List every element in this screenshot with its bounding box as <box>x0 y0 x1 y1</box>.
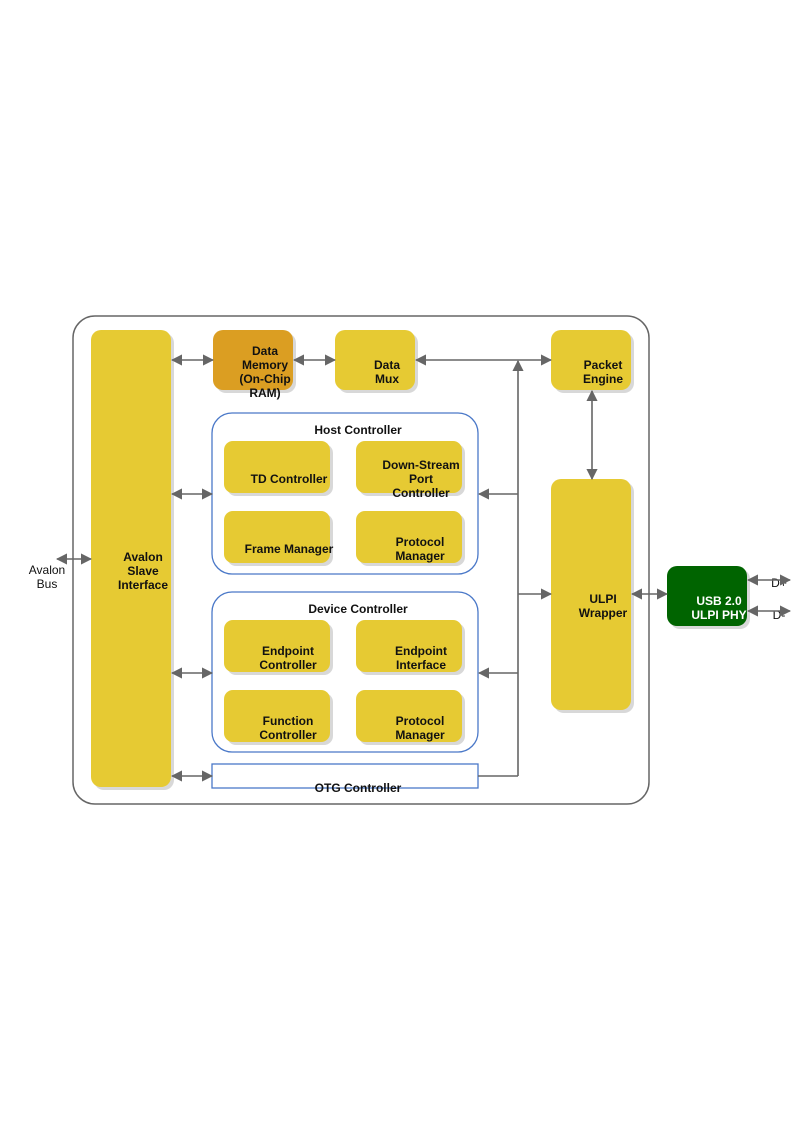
label: Interface <box>396 658 446 672</box>
label: ULPI <box>589 592 616 606</box>
label: Manager <box>395 549 445 563</box>
endpoint-interface <box>356 620 462 672</box>
label: TD Controller <box>251 472 328 486</box>
label: Slave <box>127 564 159 578</box>
label: Protocol <box>396 535 445 549</box>
label: Mux <box>375 372 399 386</box>
otg-controller: OTG Controller <box>211 763 479 795</box>
label: Controller <box>392 486 450 500</box>
data-memory: Data Memory (On-Chip RAM) <box>213 330 296 400</box>
label: Controller <box>259 728 317 742</box>
label: ULPI PHY <box>691 608 746 622</box>
avalon-bus-label: Avalon <box>29 563 65 577</box>
label: Wrapper <box>579 606 628 620</box>
endpoint-controller <box>224 620 330 672</box>
d-minus-label: D- <box>773 608 786 622</box>
label: Interface <box>118 578 168 592</box>
label: Down-Stream <box>382 458 459 472</box>
label: Endpoint <box>262 644 314 658</box>
host-protocol-manager <box>356 511 462 563</box>
label: Packet <box>584 358 623 372</box>
label: Controller <box>259 658 317 672</box>
label: Endpoint <box>395 644 447 658</box>
avalon-slave-interface: Avalon Slave Interface <box>91 330 174 790</box>
function-controller <box>224 690 330 742</box>
device-controller-title: Device Controller <box>308 602 408 616</box>
device-controller: Endpoint Controller Endpoint Interface F… <box>211 591 479 753</box>
label: (On-Chip <box>239 372 290 386</box>
label: Frame Manager <box>245 542 334 556</box>
d-plus-label: D+ <box>771 576 787 590</box>
host-controller-title: Host Controller <box>314 423 402 437</box>
label: Avalon <box>123 550 163 564</box>
label: RAM) <box>249 386 280 400</box>
downstream-port-controller <box>356 441 462 493</box>
label: Engine <box>583 372 623 386</box>
ulpi-wrapper: ULPI Wrapper <box>551 479 634 713</box>
label: Memory <box>242 358 288 372</box>
label: Protocol <box>396 714 445 728</box>
label: Manager <box>395 728 445 742</box>
connectors <box>55 354 792 782</box>
frame-manager <box>224 511 330 563</box>
label: Data <box>374 358 400 372</box>
label: USB 2.0 <box>696 594 742 608</box>
label: Data <box>252 344 278 358</box>
data-mux: Data Mux <box>335 330 418 393</box>
packet-engine: Packet Engine <box>551 330 634 393</box>
label: Function <box>263 714 314 728</box>
device-protocol-manager <box>356 690 462 742</box>
td-controller <box>224 441 330 493</box>
host-controller: TD Controller Down-Stream Port Controlle… <box>211 412 479 575</box>
avalon-bus-label: Bus <box>37 577 58 591</box>
label: OTG Controller <box>315 781 402 795</box>
label: Port <box>409 472 433 486</box>
usb-ulpi-phy: USB 2.0 ULPI PHY <box>667 566 750 629</box>
